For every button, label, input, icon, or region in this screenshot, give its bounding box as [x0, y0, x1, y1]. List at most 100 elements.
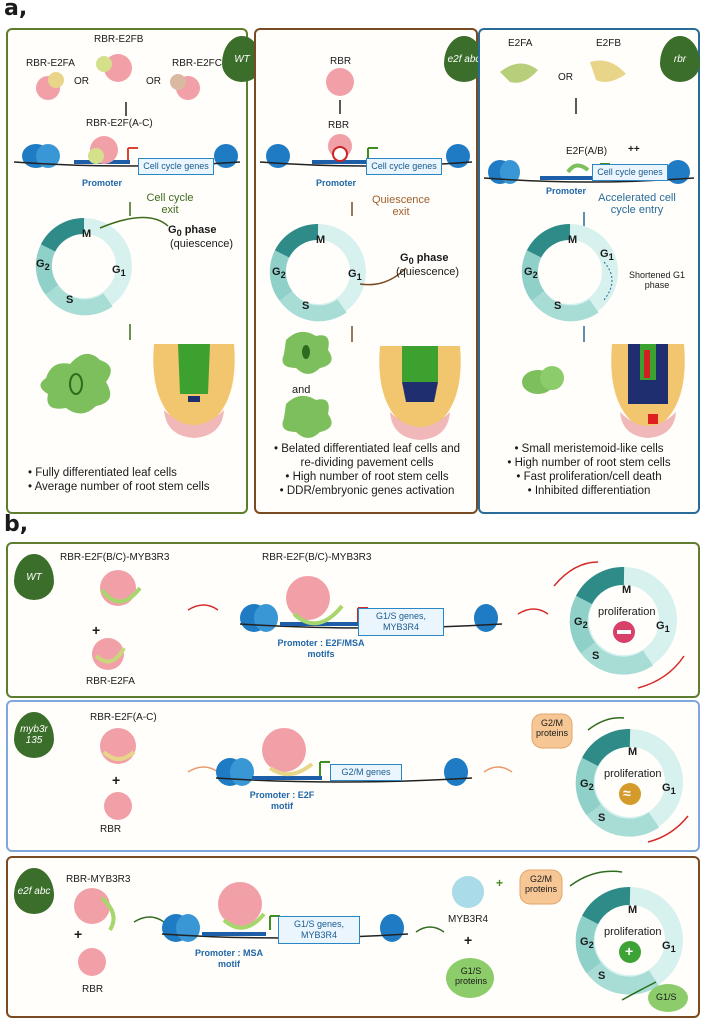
b-myb-phase-m: M	[628, 746, 638, 758]
quiescence-exit-label: Quiescence exit	[371, 194, 431, 218]
e2f-bullet-4: • DDR/embryonic genes activation	[279, 485, 455, 497]
b-wt-leaf-badge: WT	[14, 554, 54, 600]
b-e2f-art	[74, 869, 688, 1012]
rbr-phase-s: S	[554, 300, 562, 312]
b-myb-art	[100, 713, 689, 843]
e2f-phase-s: S	[302, 300, 310, 312]
rbr-dna	[483, 160, 695, 184]
wt-cycle	[35, 202, 169, 340]
cell-cycle-exit-label: Cell cycle exit	[146, 192, 194, 216]
e2f-leaf-badge: e2f abc	[444, 36, 484, 82]
e2f-promoter: Promoter	[316, 178, 357, 188]
b-e2f-leaf-badge: e2f abc	[14, 868, 54, 914]
wt-dna	[13, 136, 241, 168]
rbr-bullet-3: • Fast proliferation/cell death	[516, 471, 662, 483]
rbr-bullet-4: • Inhibited differentiation	[527, 485, 651, 497]
and-label: and	[292, 384, 311, 396]
rbr-leaf-badge: rbr	[660, 36, 700, 82]
complex-rbr-e2fb: RBR-E2FB	[94, 34, 144, 45]
rbr-promoter: Promoter	[546, 186, 587, 196]
complex-rbr-e2fa: RBR-E2FA	[26, 58, 75, 69]
e2f-phase-g2: G2	[272, 266, 286, 281]
b-e2f-g1s-small: G1/S	[656, 992, 677, 1002]
b-e2f-phase-m: M	[628, 904, 638, 916]
cell-cycle-genes: Cell cycle genes	[138, 158, 214, 175]
g0-note: (quiescence)	[170, 238, 233, 250]
e2f-g0-phase: G0 phase	[400, 252, 449, 267]
b-e2f-proliferation: proliferation	[604, 926, 662, 938]
e2f-bound: RBR	[328, 120, 350, 131]
b-e2f-genes: G1/S genes, MYB3R4	[278, 916, 360, 944]
rbr-bullet-2: • High number of root stem cells	[507, 457, 671, 469]
b-wt-phase-g2: G2	[574, 616, 588, 631]
b-wt-promoter: Promoter : E2F/MSA motifs	[277, 638, 365, 659]
e2f-cell-cycle-genes: Cell cycle genes	[366, 158, 442, 175]
panel-b-label: b,	[4, 512, 29, 537]
b-wt-genes: G1/S genes, MYB3R4	[358, 608, 444, 636]
panel-a-e2f: e2f abc RBR RBR Cell cycle genes Promote…	[254, 28, 484, 514]
rbr-cycle	[521, 212, 618, 342]
e2fb-label: E2FB	[596, 38, 622, 49]
rbr-bullet-1: • Small meristemoid-like cells	[514, 443, 664, 455]
rbr-cell-cycle-genes: Cell cycle genes	[592, 164, 668, 181]
rbr-proteins	[500, 60, 626, 114]
b-e2f-myb: MYB3R4	[448, 914, 489, 925]
or-label-2: OR	[146, 76, 161, 87]
b-e2f-phase-g2: G2	[580, 936, 594, 951]
shortened-g1-label: Shortened G1 phase	[628, 270, 686, 290]
e2f-proteins	[326, 68, 354, 114]
rbr-phase-m: M	[568, 234, 578, 246]
b-myb-promoter: Promoter : E2F motif	[249, 790, 315, 811]
complex-rbr-e2fc: RBR-E2FC	[172, 58, 223, 69]
e2f-phase-m: M	[316, 234, 326, 246]
b-myb-protein-blob: G2/M proteins	[536, 718, 569, 738]
b-e2f-plus3: +	[496, 876, 504, 890]
b-wt-art	[92, 561, 685, 689]
wt-bullet-1: • Fully differentiated leaf cells	[28, 467, 177, 479]
b-e2f-top-complex: RBR-MYB3R3	[66, 874, 131, 885]
panel-a-label: a,	[4, 0, 28, 21]
b-myb-top-complex: RBR-E2F(A-C)	[90, 712, 157, 723]
e2fa-label: E2FA	[508, 38, 533, 49]
phase-s: S	[66, 294, 74, 306]
b-myb-genes: G2/M genes	[330, 764, 402, 781]
rbr-phase-g2: G2	[524, 266, 538, 281]
b-e2f-phase-s: S	[598, 970, 606, 982]
b-e2f-promoter: Promoter : MSA motif	[194, 948, 263, 969]
or-label-1: OR	[74, 76, 89, 87]
rbr-protein-label: RBR	[330, 56, 352, 67]
g0-phase: G0 phase	[168, 224, 217, 239]
rbr-plus: ++	[628, 144, 640, 155]
rbr-phase-g1: G1	[600, 248, 614, 263]
e2f-cycle	[269, 202, 407, 342]
b-myb-bottom-complex: RBR	[100, 824, 122, 835]
phase-g2: G2	[36, 258, 50, 273]
wt-proteins	[36, 54, 200, 116]
e2f-bullet-3: • High number of root stem cells	[285, 471, 449, 483]
b-e2f-g1s-blob: G1/S proteins	[454, 966, 488, 986]
b-e2f-g2m-blob: G2/M proteins	[524, 874, 558, 894]
b-wt-phase-g1: G1	[656, 620, 670, 635]
e2f-g0-note: (quiescence)	[396, 266, 459, 278]
e2f-bullet-1: • Belated differentiated leaf cells and	[273, 443, 461, 455]
e2f-bullet-2: re-dividing pavement cells	[300, 457, 434, 469]
rbr-bound: E2F(A/B)	[566, 146, 608, 157]
b-wt-bound: RBR-E2F(B/C)-MYB3R3	[262, 552, 372, 563]
b-e2f-sign: +	[625, 943, 634, 959]
b-e2f-phase-g1: G1	[662, 940, 676, 955]
rbr-or-label: OR	[558, 72, 573, 83]
b-e2f-plus: +	[74, 926, 83, 942]
b-wt-phase-m: M	[622, 584, 632, 596]
e2f-dna	[259, 134, 473, 168]
panel-b-myb: myb3r 135 RBR-E2F(A-C) + RBR ≈ G2/M gene…	[6, 700, 700, 852]
b-myb-phase-g1: G1	[662, 782, 676, 797]
b-e2f-bottom-complex: RBR	[82, 984, 104, 995]
rbr-cells	[522, 344, 685, 438]
b-e2f-plus2: +	[464, 932, 473, 948]
panel-a-wt: WT RBR-E2FB RBR-E2FA RBR-E2FC OR OR RBR-…	[6, 28, 262, 514]
e2f-cells	[282, 331, 461, 440]
e2f-phase-g1: G1	[348, 268, 362, 283]
b-wt-plus: +	[92, 622, 101, 638]
phase-g1: G1	[112, 264, 126, 279]
b-wt-top-complex: RBR-E2F(B/C)-MYB3R3	[60, 552, 170, 563]
